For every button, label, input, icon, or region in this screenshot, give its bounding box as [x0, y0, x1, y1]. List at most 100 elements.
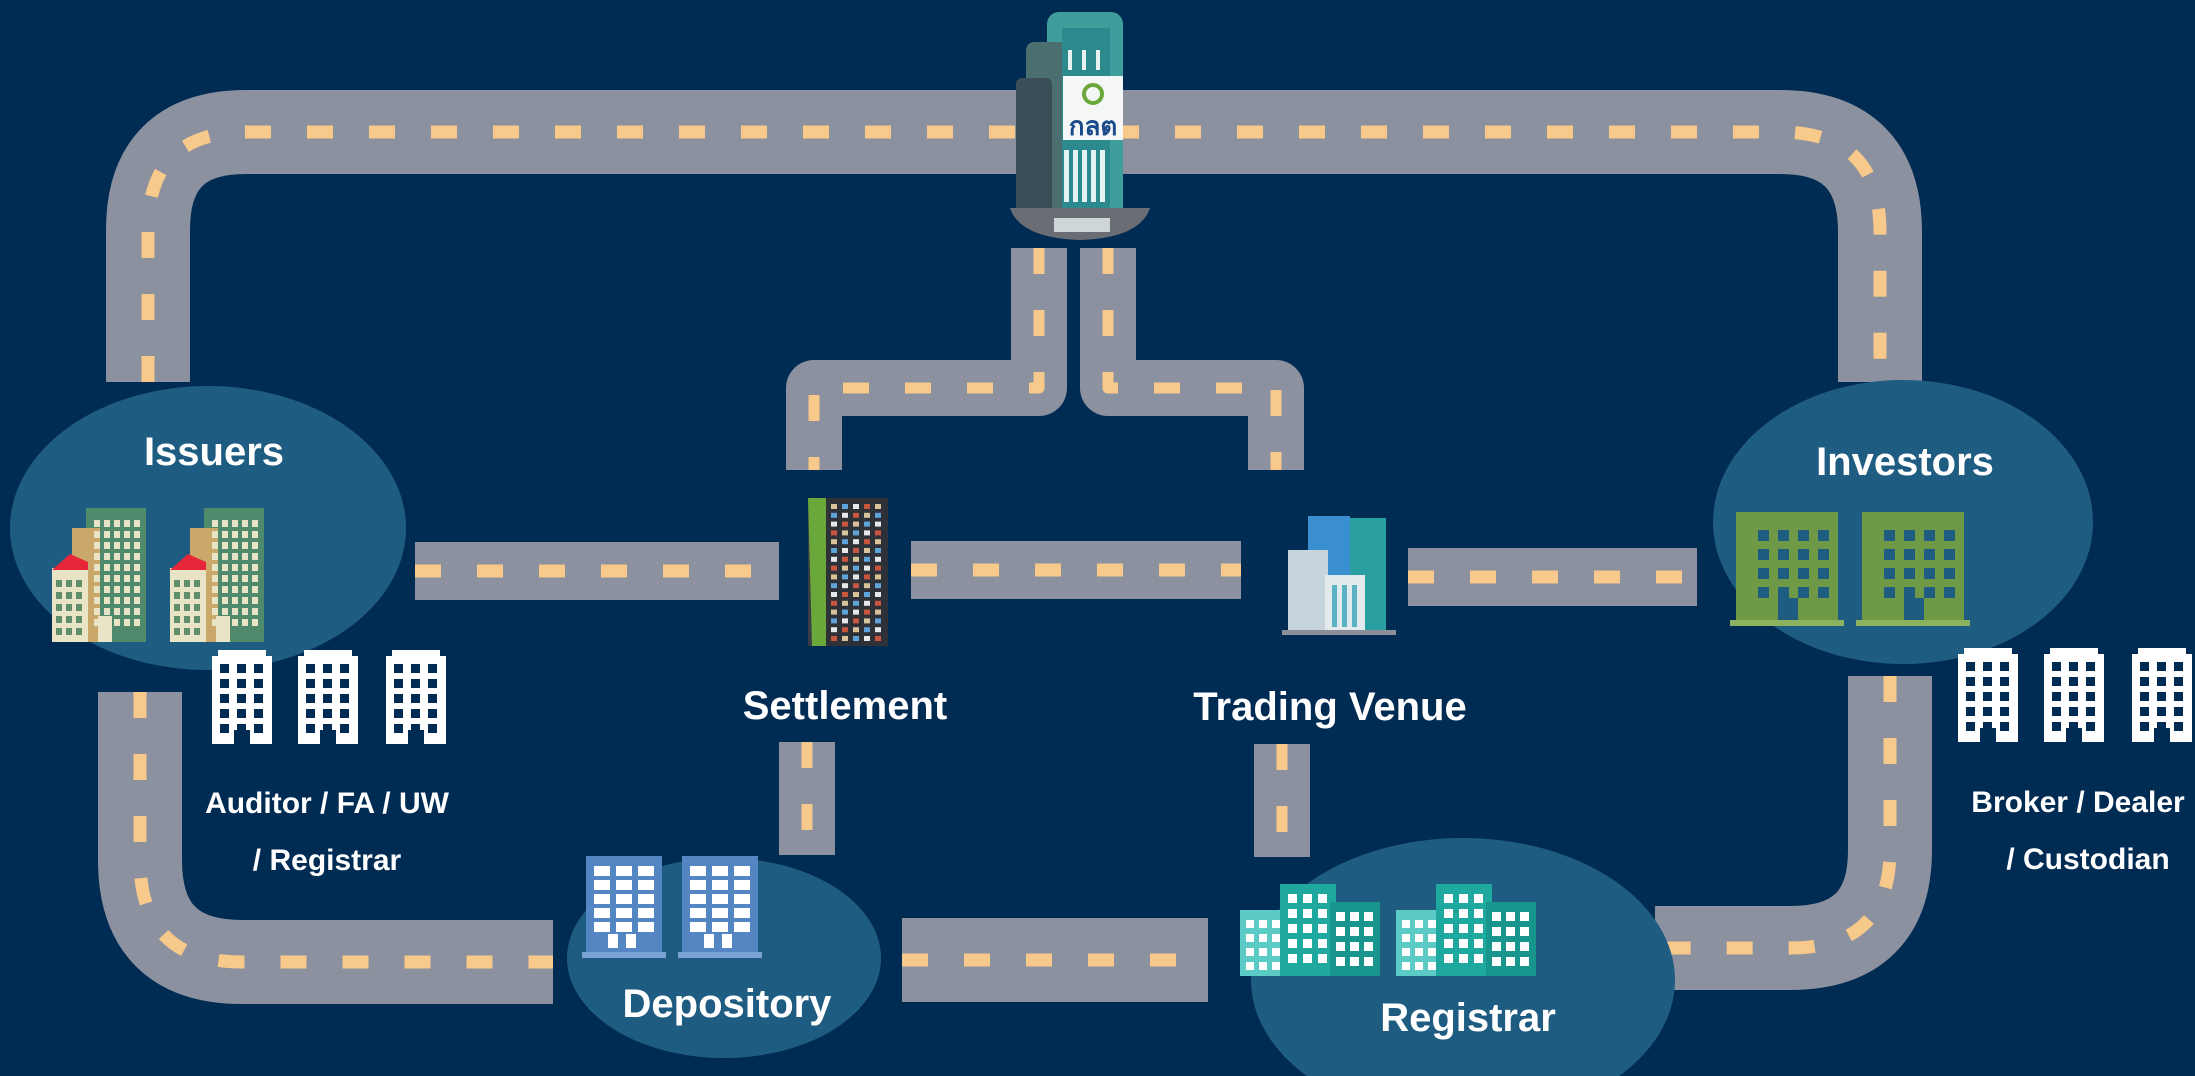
window	[1474, 939, 1483, 948]
window	[1983, 707, 1992, 716]
window	[1318, 909, 1327, 918]
window	[1444, 924, 1453, 933]
window	[1459, 954, 1468, 963]
window	[340, 724, 349, 733]
window	[875, 556, 881, 562]
window	[864, 627, 870, 633]
window	[56, 628, 62, 635]
window	[1459, 924, 1468, 933]
window	[1758, 530, 1769, 541]
window	[2174, 722, 2183, 731]
window	[864, 548, 870, 553]
window	[853, 574, 859, 580]
window	[853, 504, 859, 509]
window	[232, 553, 238, 560]
window	[1966, 662, 1975, 671]
window	[690, 866, 706, 876]
window	[831, 609, 837, 615]
window	[734, 922, 750, 932]
window	[1924, 568, 1935, 579]
window	[1520, 927, 1529, 936]
window	[1402, 948, 1410, 956]
window	[1415, 934, 1423, 942]
window	[66, 580, 72, 587]
window	[134, 608, 140, 615]
window	[831, 512, 837, 518]
window	[690, 880, 706, 890]
window	[2174, 662, 2183, 671]
window	[1966, 692, 1975, 701]
window	[1444, 894, 1453, 903]
window	[242, 608, 248, 615]
window	[1459, 939, 1468, 948]
window	[212, 619, 218, 626]
window	[428, 709, 437, 718]
regulator-building-icon: กลต	[1010, 12, 1150, 240]
window	[1246, 920, 1254, 928]
window	[323, 724, 332, 733]
window	[864, 636, 870, 641]
window	[428, 664, 437, 673]
window	[222, 586, 228, 593]
window	[174, 580, 180, 587]
window	[2157, 692, 2166, 701]
window	[237, 709, 246, 718]
window	[194, 580, 200, 587]
window	[2140, 722, 2149, 731]
window	[184, 616, 190, 623]
window	[104, 564, 110, 571]
window	[2157, 722, 2166, 731]
window	[638, 894, 654, 904]
window	[222, 608, 228, 615]
window	[831, 583, 837, 589]
base	[1730, 620, 1844, 626]
window	[864, 600, 870, 606]
window	[2086, 662, 2095, 671]
window	[94, 619, 100, 626]
window	[76, 616, 82, 623]
window	[1336, 927, 1345, 936]
window	[212, 531, 218, 538]
window	[722, 934, 732, 948]
window	[1818, 530, 1829, 541]
window	[2069, 662, 2078, 671]
window	[1884, 530, 1895, 541]
window	[1798, 549, 1809, 560]
window	[1983, 692, 1992, 701]
window	[2069, 692, 2078, 701]
window	[114, 564, 120, 571]
regulator-logo-text: กลต	[1069, 112, 1118, 142]
window	[1444, 954, 1453, 963]
window	[220, 679, 229, 688]
window	[831, 504, 837, 509]
window	[306, 724, 315, 733]
window	[1402, 920, 1410, 928]
window	[340, 694, 349, 703]
window	[864, 583, 870, 589]
window	[616, 908, 632, 918]
window	[134, 619, 140, 626]
window	[411, 694, 420, 703]
window	[428, 694, 437, 703]
window	[134, 575, 140, 582]
window	[222, 531, 228, 538]
window	[1944, 549, 1955, 560]
window	[232, 597, 238, 604]
window	[1818, 549, 1829, 560]
window	[875, 574, 881, 580]
registrar-buildings-icon	[1240, 884, 1536, 976]
window	[864, 530, 870, 536]
window	[184, 592, 190, 599]
roof	[52, 554, 88, 570]
window	[56, 580, 62, 587]
window	[853, 565, 859, 571]
investors-label: Investors	[1816, 440, 1994, 484]
window	[875, 627, 881, 633]
window	[1246, 948, 1254, 956]
window	[831, 530, 837, 536]
window	[1364, 927, 1373, 936]
window	[831, 556, 837, 562]
window	[76, 628, 82, 635]
road-regulator-to-trading-dash	[1102, 248, 1282, 470]
window	[394, 709, 403, 718]
